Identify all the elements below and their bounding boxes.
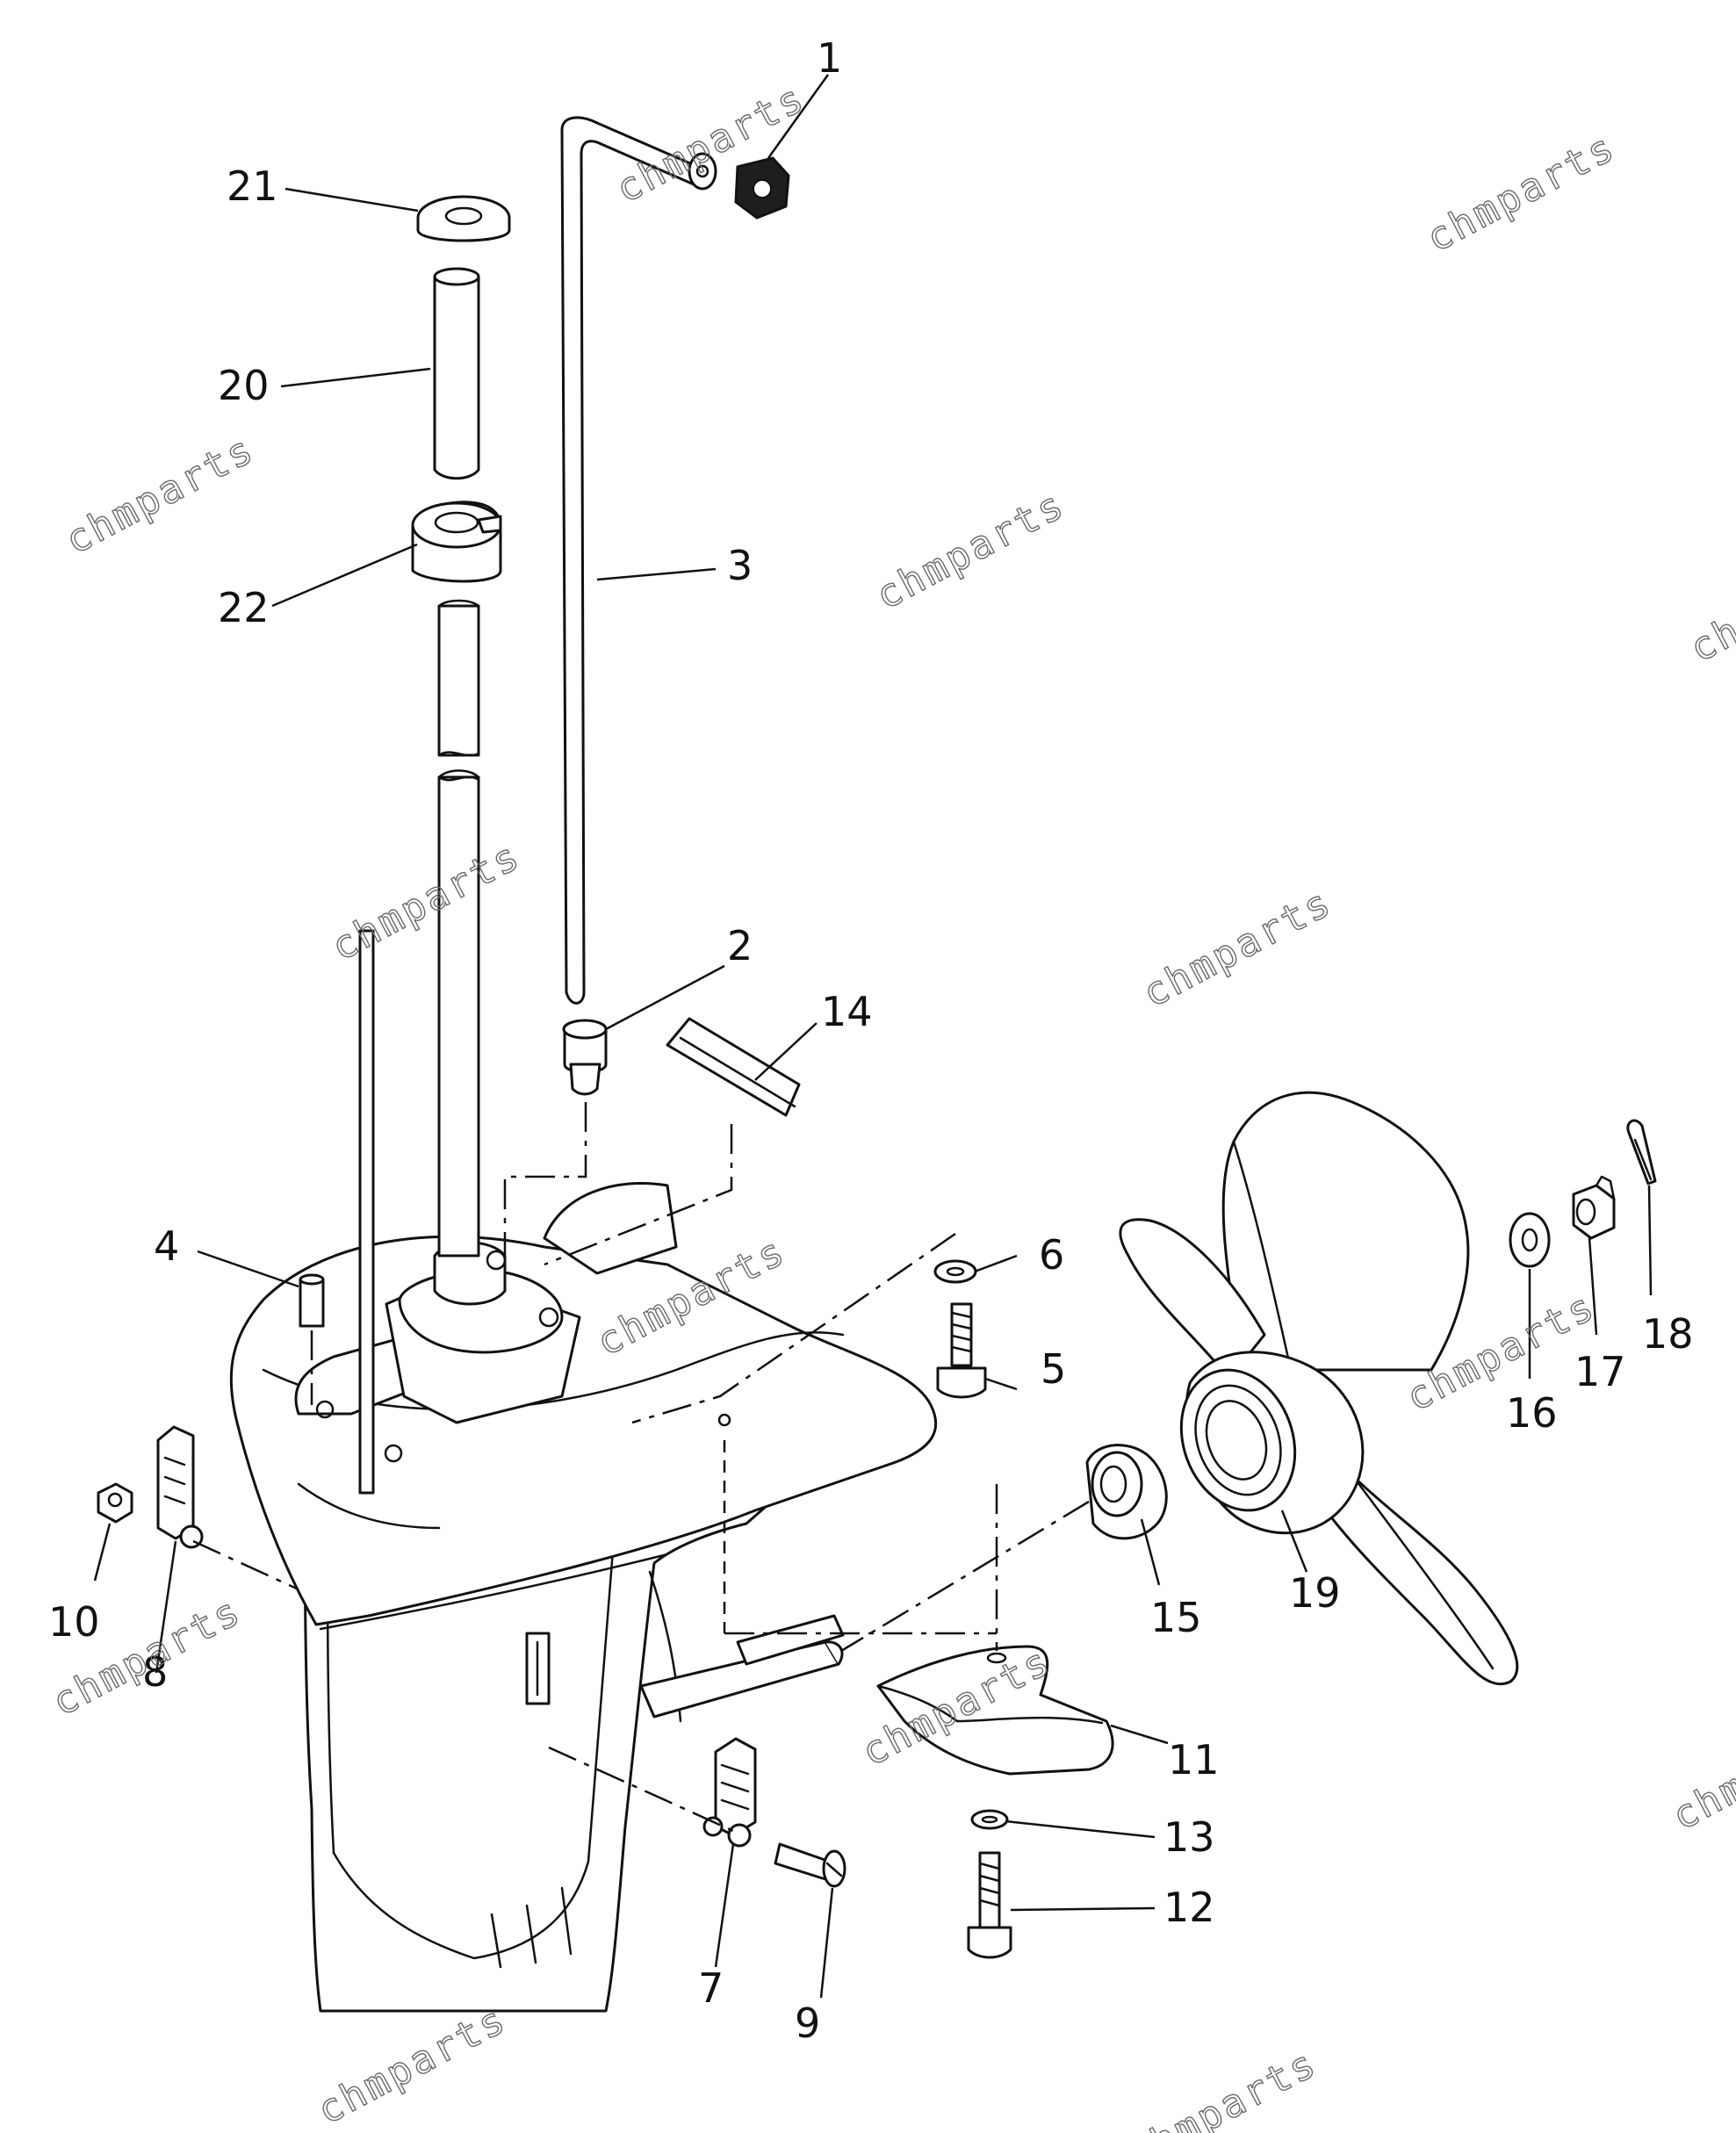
- callout-11: 11: [1168, 1736, 1220, 1784]
- callout-10: 10: [48, 1598, 100, 1646]
- part-14-seal-strip: [666, 1017, 801, 1117]
- callout-19: 19: [1289, 1569, 1341, 1617]
- callout-14: 14: [821, 988, 873, 1035]
- part-9-screw: [774, 1842, 846, 1888]
- lower-unit-housing: [229, 1182, 938, 2013]
- part-3-water-tube: [560, 116, 717, 1005]
- callout-6: 6: [1039, 1231, 1064, 1279]
- part-22-bushing: [411, 501, 502, 583]
- callout-15: 15: [1150, 1594, 1202, 1641]
- part-6-washer: [933, 1259, 977, 1284]
- callout-20: 20: [218, 362, 270, 409]
- callout-1: 1: [817, 34, 842, 82]
- watermark-text: chmparts: [310, 1997, 514, 2133]
- drive-shaft: [437, 599, 480, 1257]
- callout-8: 8: [142, 1648, 168, 1696]
- part-10-nut: [97, 1482, 133, 1524]
- shift-rod: [358, 929, 375, 1495]
- part-19-propeller: [1119, 1091, 1519, 1686]
- part-15-thrust-holder: [1085, 1444, 1168, 1540]
- callout-21: 21: [227, 162, 278, 210]
- watermark-text: chmparts: [1120, 2041, 1324, 2133]
- callout-5: 5: [1041, 1345, 1066, 1393]
- watermark-text: chmparts: [1419, 125, 1623, 262]
- part-5-bolt: [936, 1302, 987, 1399]
- callout-3: 3: [727, 542, 753, 589]
- part-16-spacer: [1509, 1212, 1551, 1268]
- part-21-seal: [416, 195, 511, 242]
- callout-16: 16: [1506, 1389, 1558, 1437]
- part-12-bolt: [967, 1851, 1012, 1959]
- part-7-anode: [702, 1737, 757, 1848]
- callout-4: 4: [154, 1222, 179, 1270]
- part-2-tube-seal: [562, 1019, 608, 1096]
- callout-12: 12: [1163, 1884, 1215, 1931]
- watermark-text: chmparts: [868, 482, 1072, 619]
- part-17-castle-nut: [1572, 1175, 1616, 1240]
- watermark-text: chmparts: [1682, 535, 1736, 672]
- watermark-text: chmparts: [324, 833, 528, 970]
- part-20-shaft-tube: [433, 267, 480, 480]
- callout-9: 9: [795, 2000, 820, 2047]
- part-18-cotter-pin: [1626, 1119, 1657, 1185]
- watermark-text: chmparts: [58, 427, 262, 564]
- part-8-anode: [156, 1425, 204, 1549]
- part-13-washer: [970, 1809, 1009, 1830]
- callout-22: 22: [218, 584, 270, 631]
- part-11-trim-tab: [876, 1645, 1114, 1776]
- callout-18: 18: [1642, 1310, 1694, 1358]
- watermark-text: chmparts: [1665, 1703, 1736, 1840]
- callout-17: 17: [1574, 1348, 1626, 1395]
- callout-2: 2: [727, 922, 753, 969]
- part-4-dowel-pin: [299, 1273, 325, 1328]
- leader-lines: [93, 74, 1653, 1999]
- callout-13: 13: [1163, 1813, 1215, 1861]
- part-1-grommet: [734, 156, 790, 220]
- assembly-centerlines: [192, 1102, 1090, 1833]
- watermark-text: chmparts: [1135, 880, 1339, 1017]
- callout-labels: 1 2 3 4 5 6 7 8 9 10 11 12 13 14 15 16 1…: [48, 34, 1694, 2047]
- callout-7: 7: [698, 1964, 724, 2012]
